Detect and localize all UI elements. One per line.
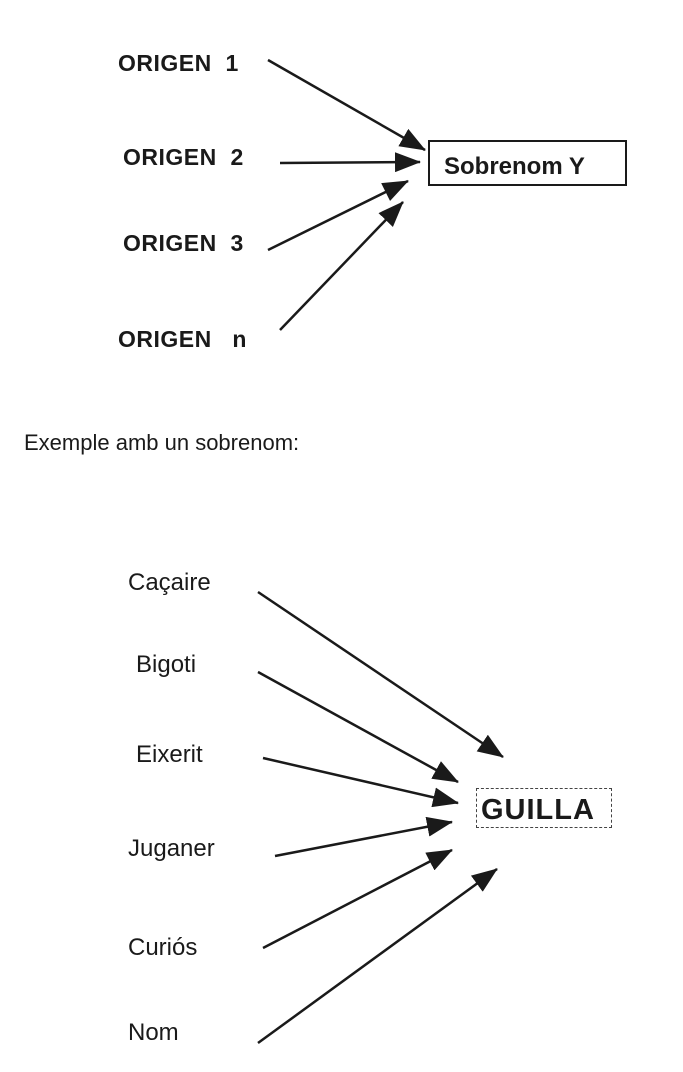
arrow-origen-3 [267,179,409,252]
source-origen-1: ORIGEN 1 [118,50,239,76]
arrow-bigoti [257,670,459,784]
source-eixerit: Eixerit [136,741,203,768]
arrow-cacaire [257,590,504,759]
arrow-nom [257,867,498,1045]
source-curios: Curiós [128,934,198,961]
arrow-curios [262,848,453,950]
source-cacaire: Caçaire [128,569,211,596]
target-label-guilla: GUILLA [481,794,595,826]
source-nom: Nom [128,1019,179,1046]
target-label: Sobrenom Y [444,153,585,180]
source-origen-2: ORIGEN 2 [123,144,244,170]
target-box-guilla: GUILLA [476,788,612,828]
arrow-eixerit [262,756,459,808]
source-origen-3: ORIGEN 3 [123,230,244,256]
source-bigoti: Bigoti [136,651,197,678]
arrow-juganer [274,816,453,858]
caption: Exemple amb un sobrenom: [24,430,300,455]
source-juganer: Juganer [128,835,215,862]
arrow-origen-n [279,201,404,331]
source-origen-n: ORIGEN n [118,326,247,352]
arrow-origen-1 [267,58,426,152]
arrow-origen-2 [279,152,421,173]
target-box-sobrenom: Sobrenom Y [428,140,627,186]
